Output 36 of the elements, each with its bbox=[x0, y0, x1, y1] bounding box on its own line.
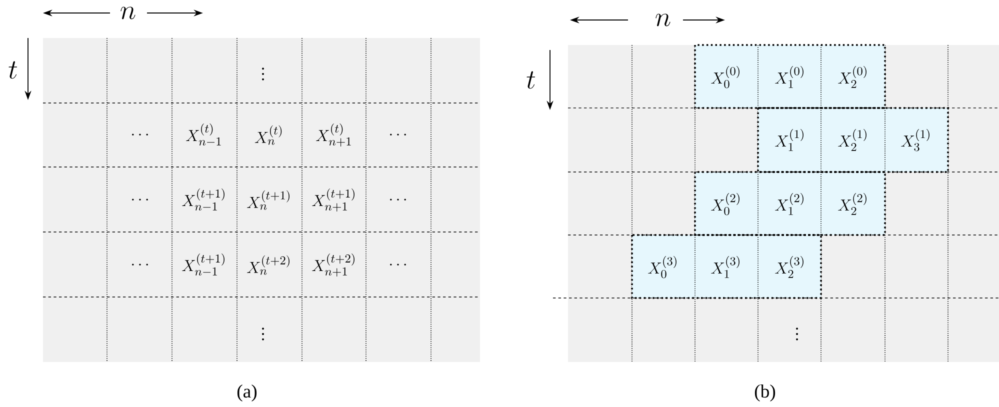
cell-label: $X_{2}^{(1)}$ bbox=[838, 129, 866, 151]
ellipsis: $\vdots$ bbox=[262, 68, 264, 80]
panel-caption: (a) bbox=[237, 384, 257, 402]
ellipsis: $\cdots$ bbox=[390, 264, 406, 266]
axis-label: $t$ bbox=[526, 71, 536, 89]
ellipsis: $\vdots$ bbox=[796, 328, 798, 340]
cell-label: $X_{n+1}^{(t)}$ bbox=[316, 124, 351, 146]
cell-label: $X_{n-1}^{(t+1)}$ bbox=[182, 188, 224, 210]
ellipsis: $\cdots$ bbox=[132, 198, 148, 200]
cell-label: $X_{n}^{(t+2)}$ bbox=[247, 255, 290, 275]
cell-label: $X_{1}^{(3)}$ bbox=[711, 256, 740, 278]
cell-label: $X_{1}^{(1)}$ bbox=[775, 129, 804, 151]
ellipsis: $\cdots$ bbox=[390, 134, 406, 136]
axis-label: $n$ bbox=[656, 14, 670, 26]
cell-label: $X_{1}^{(0)}$ bbox=[775, 66, 804, 88]
cell-label: $X_{n+1}^{(t+2)}$ bbox=[312, 254, 354, 276]
cell-label: $X_{n}^{(t+1)}$ bbox=[247, 190, 290, 210]
cell-label: $X_{2}^{(3)}$ bbox=[775, 256, 804, 278]
ellipsis: $\cdots$ bbox=[390, 198, 406, 200]
cell-label: $X_{n-1}^{(t+1)}$ bbox=[182, 254, 224, 276]
cell-label: $X_{n}^{(t)}$ bbox=[254, 125, 282, 145]
cell-label: $X_{n-1}^{(t)}$ bbox=[186, 124, 221, 146]
ellipsis: $\vdots$ bbox=[262, 328, 264, 340]
cell-label: $X_{2}^{(0)}$ bbox=[838, 66, 866, 88]
cell-label: $X_{2}^{(2)}$ bbox=[838, 193, 866, 215]
cell-label: $X_{1}^{(2)}$ bbox=[775, 193, 804, 215]
axis-label: $n$ bbox=[120, 6, 136, 20]
cell-label: $X_{0}^{(0)}$ bbox=[711, 66, 740, 88]
ellipsis: $\cdots$ bbox=[132, 134, 148, 136]
cell-label: $X_{3}^{(1)}$ bbox=[901, 129, 930, 152]
ellipsis: $\cdots$ bbox=[132, 264, 148, 266]
cell-label: $X_{0}^{(3)}$ bbox=[648, 256, 676, 278]
cell-label: $X_{n+1}^{(t+1)}$ bbox=[312, 188, 354, 212]
axis-label: $t$ bbox=[8, 61, 18, 79]
cell-label: $X_{0}^{(2)}$ bbox=[711, 193, 740, 216]
panel-caption: (b) bbox=[754, 384, 776, 402]
